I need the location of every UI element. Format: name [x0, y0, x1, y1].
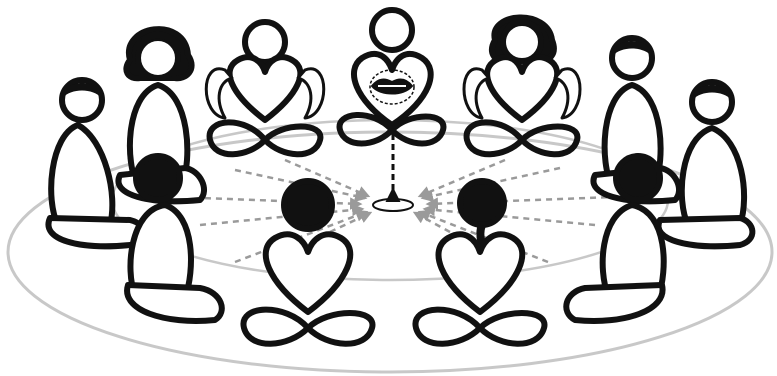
- participant-front-center-right: [415, 181, 544, 344]
- torso: [51, 125, 112, 225]
- participant-front-right: [566, 156, 663, 321]
- talking-piece: [373, 199, 413, 211]
- legs: [658, 218, 752, 246]
- ear-icon: [555, 69, 580, 118]
- legs: [566, 285, 662, 321]
- heart-body: [487, 57, 557, 120]
- head: [616, 156, 660, 200]
- legs: [127, 285, 222, 321]
- participant-front-left: [127, 156, 222, 321]
- ear-icon: [298, 69, 324, 118]
- participant-front-center-left: [243, 181, 372, 344]
- participant-speaker: [340, 10, 444, 144]
- heart-body: [266, 234, 351, 312]
- participant-heart-ears-right: [464, 17, 580, 154]
- ear-icon: [464, 69, 489, 118]
- head: [136, 156, 180, 200]
- head: [284, 181, 332, 229]
- ear-icon: [206, 69, 232, 118]
- arrow: [425, 209, 595, 225]
- head: [138, 38, 178, 78]
- arrow: [330, 213, 370, 232]
- heart-body: [438, 234, 522, 312]
- torso: [682, 128, 744, 225]
- head: [372, 10, 412, 50]
- head: [460, 181, 504, 225]
- heart-body: [230, 57, 301, 120]
- participant-right-2: [658, 82, 752, 246]
- infinity-legs: [467, 122, 578, 154]
- infinity-legs: [210, 122, 321, 154]
- arrow: [200, 209, 362, 225]
